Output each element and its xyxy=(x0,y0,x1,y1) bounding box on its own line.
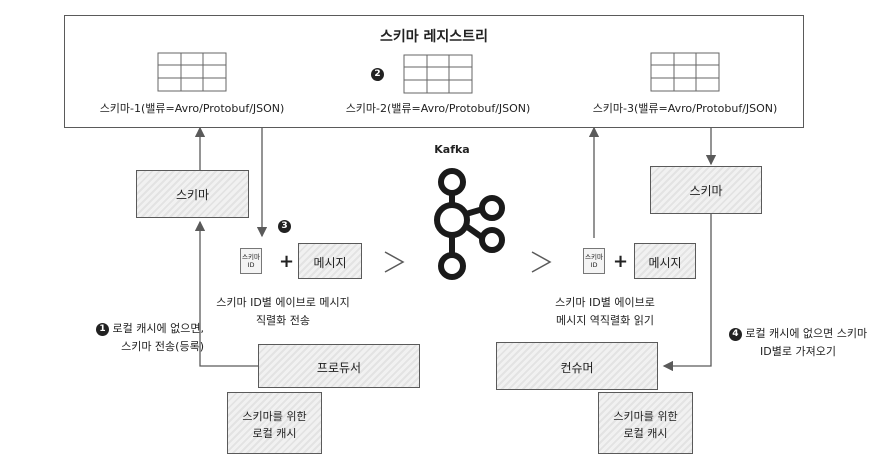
consumer-schema-label: 스키마 xyxy=(689,184,723,198)
arrow-schema-to-consumer xyxy=(662,214,712,372)
schema-3-label: 스키마-3(밸류=Avro/Protobuf/JSON) xyxy=(592,102,778,115)
consumer-plus-sign: + xyxy=(613,251,629,272)
producer-cache-box: 스키마를 위한 로컬 캐시 xyxy=(227,392,322,454)
producer-box: 프로듀서 xyxy=(258,344,420,388)
arrow-producer-to-schema xyxy=(194,220,258,367)
consumer-message-box: 메시지 xyxy=(634,243,696,279)
consumer-cache-box: 스키마를 위한 로컬 캐시 xyxy=(598,392,693,454)
producer-schema-box: 스키마 xyxy=(136,170,249,218)
consumer-label: 컨슈머 xyxy=(560,361,594,375)
producer-schema-id-badge: 스키마 ID xyxy=(240,248,262,274)
registry-title: 스키마 레지스트리 xyxy=(380,29,488,45)
step-4-text: 로컬 캐시에 없으면 스키마 ID별로 가져오기 xyxy=(745,327,868,358)
producer-cache-label: 스키마를 위한 로컬 캐시 xyxy=(242,410,307,440)
consumer-message-label: 메시지 xyxy=(648,256,682,270)
step-1-note: 1 로컬 캐시에 없으면, 스키마 전송(등록) xyxy=(64,320,204,356)
consumer-schema-box: 스키마 xyxy=(650,166,762,214)
producer-message-box: 메시지 xyxy=(298,243,362,279)
serialize-caption: 스키마 ID별 에이브로 메시지 직렬화 전송 xyxy=(216,296,350,327)
step-1-marker: 1 xyxy=(96,322,110,336)
step-4-note: 4 로컬 캐시에 없으면 스키마 ID별로 가져오기 xyxy=(720,325,876,361)
consumer-schema-id-badge: 스키마 ID xyxy=(583,248,605,274)
consumer-cache-label: 스키마를 위한 로컬 캐시 xyxy=(613,410,678,440)
kafka-logo-icon xyxy=(434,168,505,280)
step-1-text: 로컬 캐시에 없으면, 스키마 전송(등록) xyxy=(112,322,204,353)
kafka-label: Kafka xyxy=(434,143,470,156)
schema-registry-box: 스키마 레지스트리 2 스키마-1(밸류=Avro/Protobuf/JSON)… xyxy=(64,15,804,128)
schema-2-table-icon xyxy=(403,54,473,94)
schema-3-table-icon xyxy=(650,52,720,92)
deserialize-caption: 스키마 ID별 에이브로 메시지 역직렬화 읽기 xyxy=(555,296,655,327)
consumer-box: 컨슈머 xyxy=(496,342,658,390)
chevron-to-kafka-icon xyxy=(384,251,405,273)
schema-2-label: 스키마-2(밸류=Avro/Protobuf/JSON) xyxy=(345,102,531,115)
step-3-marker: 3 xyxy=(278,220,291,233)
chevron-from-kafka-icon xyxy=(531,251,552,273)
schema-1-table-icon xyxy=(157,52,227,92)
step-2-marker: 2 xyxy=(371,68,384,81)
step-4-marker: 4 xyxy=(728,327,742,341)
producer-plus-sign: + xyxy=(279,251,295,272)
schema-1-label: 스키마-1(밸류=Avro/Protobuf/JSON) xyxy=(99,102,285,115)
producer-schema-label: 스키마 xyxy=(175,188,210,202)
producer-message-label: 메시지 xyxy=(313,256,347,270)
producer-label: 프로듀서 xyxy=(316,361,362,375)
